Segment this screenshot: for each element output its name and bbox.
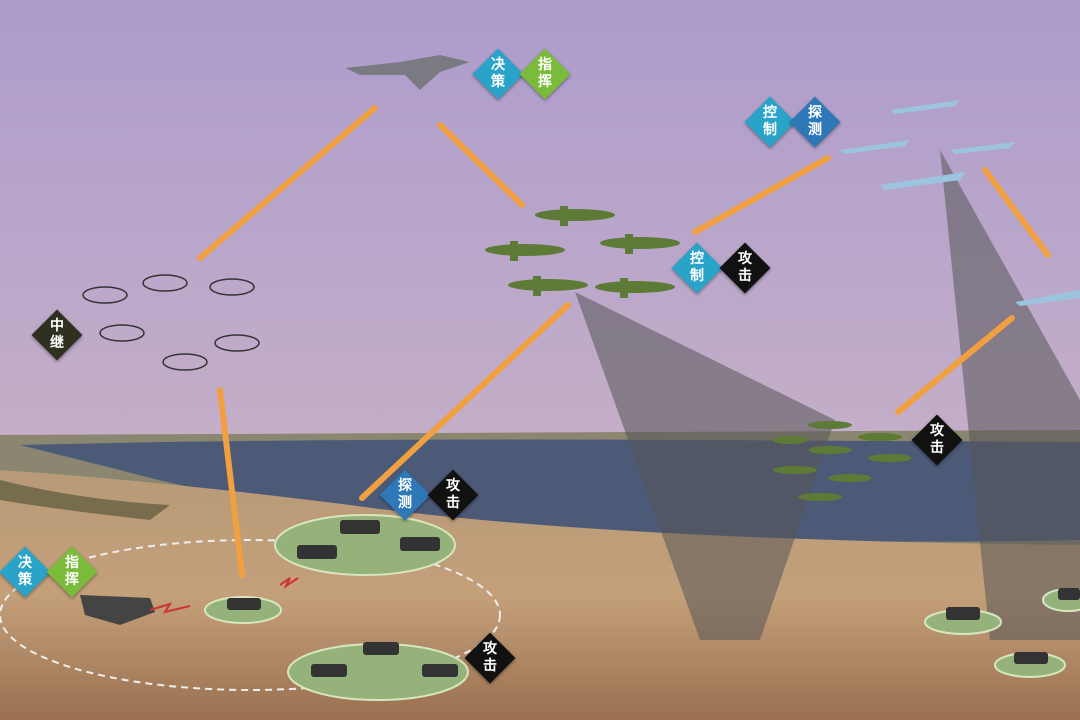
detect-badge: 探测 <box>789 96 841 148</box>
command-badge: 指挥 <box>519 48 571 100</box>
detect-badge: 探测 <box>379 469 431 521</box>
badge-char: 中 <box>50 318 64 334</box>
badge-char: 击 <box>930 440 944 456</box>
badge-char: 测 <box>398 495 412 511</box>
quadcopter-swarm <box>82 274 260 371</box>
badge-char: 攻 <box>930 423 944 439</box>
badge-char: 攻 <box>738 251 752 267</box>
sensor-beam <box>575 292 835 640</box>
decision-badge: 决策 <box>472 48 524 100</box>
badge-char: 攻 <box>446 478 460 494</box>
badge-char: 测 <box>808 122 822 138</box>
unit-platforms <box>204 514 1080 701</box>
badge-char: 策 <box>18 572 32 588</box>
data-links <box>197 105 1051 578</box>
badge-char: 决 <box>18 555 32 571</box>
badge-char: 制 <box>690 268 704 284</box>
badge-char: 制 <box>763 122 777 138</box>
control-badge: 控制 <box>744 96 796 148</box>
badge-char: 控 <box>763 105 777 121</box>
sensor-beam <box>940 150 1080 640</box>
badge-char: 攻 <box>483 641 497 657</box>
badge-char: 击 <box>483 658 497 674</box>
badge-char: 挥 <box>538 74 552 90</box>
badge-char: 策 <box>491 74 505 90</box>
decision-badge: 决策 <box>0 546 51 598</box>
relay-badge: 中继 <box>31 309 83 361</box>
defense-perimeter <box>0 539 501 691</box>
badge-char: 击 <box>738 268 752 284</box>
badge-char: 挥 <box>65 572 79 588</box>
terrain <box>0 470 1080 720</box>
badge-char: 击 <box>446 495 460 511</box>
recon-drones <box>840 100 1080 306</box>
control-badge: 控制 <box>671 242 723 294</box>
ground-vehicles <box>80 520 1080 677</box>
attack-badge: 攻击 <box>427 469 479 521</box>
fighter-jet <box>345 55 470 90</box>
badge-char: 指 <box>65 555 79 571</box>
attack-badge: 攻击 <box>719 242 771 294</box>
badge-char: 探 <box>398 478 412 494</box>
badge-char: 决 <box>491 57 505 73</box>
attack-drone-swarm <box>772 421 912 501</box>
attack-badge: 攻击 <box>911 414 963 466</box>
badge-char: 探 <box>808 105 822 121</box>
shore-vegetation <box>0 480 170 520</box>
attack-badge: 攻击 <box>464 632 516 684</box>
command-badge: 指挥 <box>46 546 98 598</box>
badge-char: 指 <box>538 57 552 73</box>
badge-char: 继 <box>50 335 64 351</box>
badge-char: 控 <box>690 251 704 267</box>
transport-aircraft <box>485 206 680 298</box>
